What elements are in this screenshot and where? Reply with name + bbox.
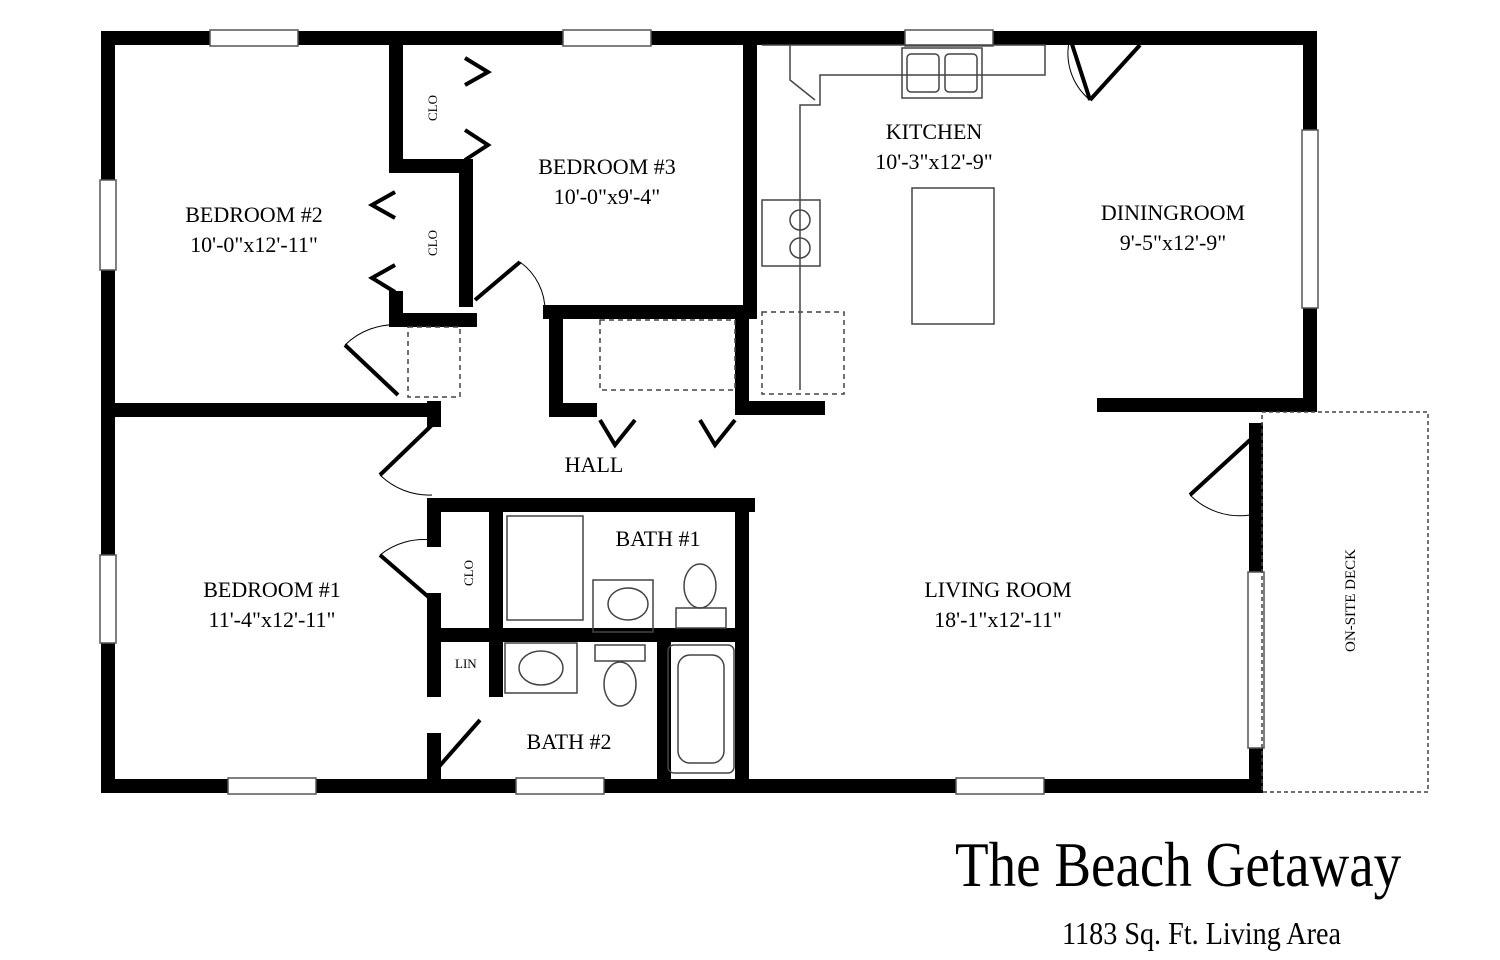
room-name: BEDROOM #1: [203, 577, 341, 602]
room-name: DININGROOM: [1100, 200, 1246, 225]
dining-label: DININGROOM 9'-5"x12'-9": [1101, 198, 1245, 258]
plan-title: The Beach Getaway: [955, 829, 1402, 900]
room-name: LIVING ROOM: [924, 577, 1072, 602]
room-name: BEDROOM #3: [538, 154, 676, 179]
plan-subtitle: 1183 Sq. Ft. Living Area: [1062, 915, 1341, 951]
living-room-label: LIVING ROOM 18'-1"x12'-11": [924, 575, 1071, 635]
bath1-label: BATH #1: [615, 526, 701, 551]
linen-label: LIN: [455, 656, 477, 671]
closet-label: CLO: [425, 230, 440, 256]
room-size: 11'-4"x12'-11": [208, 607, 336, 632]
doors: [343, 37, 1252, 772]
walls: [101, 31, 1317, 793]
room-size: 10'-0"x12'-11": [190, 232, 318, 257]
room-name: KITCHEN: [885, 119, 983, 144]
deck-label: ON-SITE DECK: [1342, 549, 1359, 652]
room-size: 10'-3"x12'-9": [875, 149, 993, 174]
windows: [99, 29, 1319, 795]
room-size: 18'-1"x12'-11": [934, 607, 1062, 632]
bedroom3-label: BEDROOM #3 10'-0"x9'-4": [538, 152, 676, 212]
hall-label: HALL: [564, 452, 624, 477]
room-name: BEDROOM #2: [185, 202, 323, 227]
room-size: 10'-0"x9'-4": [553, 184, 661, 209]
bedroom1-label: BEDROOM #1 11'-4"x12'-11": [203, 575, 341, 635]
room-size: 9'-5"x12'-9": [1119, 230, 1227, 255]
bath2-label: BATH #2: [526, 729, 612, 754]
kitchen-label: KITCHEN 10'-3"x12'-9": [875, 117, 993, 177]
closet-label: CLO: [425, 95, 440, 121]
fixtures: [407, 44, 1429, 793]
closet-label: CLO: [461, 560, 476, 586]
bedroom2-label: BEDROOM #2 10'-0"x12'-11": [185, 200, 323, 260]
